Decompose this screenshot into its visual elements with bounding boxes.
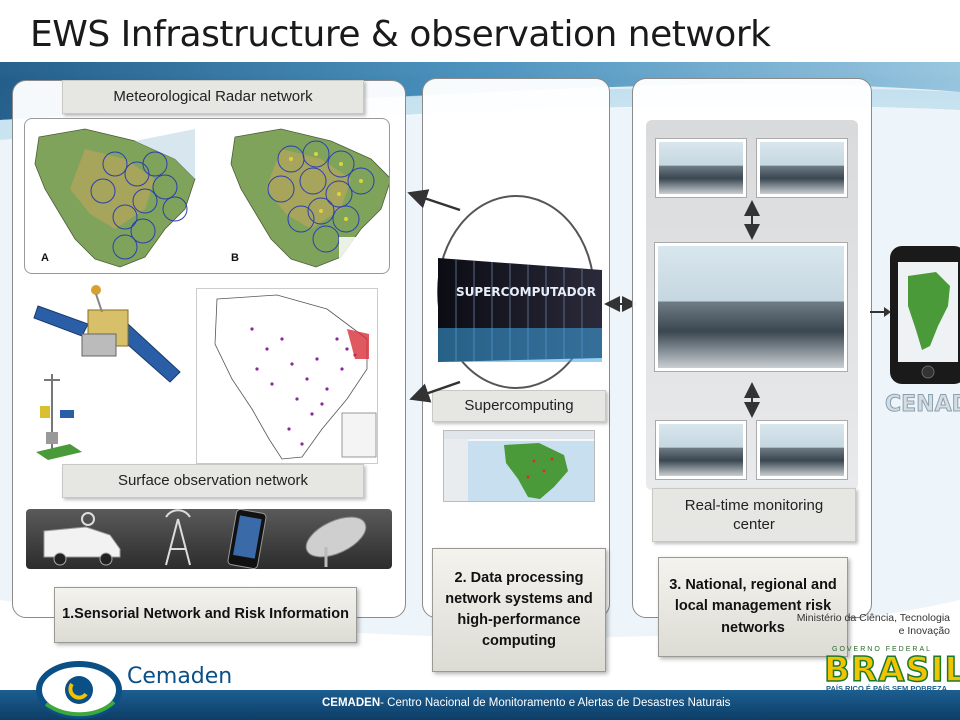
cemaden-wordmark: Cemaden	[127, 664, 233, 689]
cemaden-logo-icon	[36, 661, 122, 719]
monitor-bottom-right	[756, 420, 848, 480]
radar-maps-graphic: A B	[34, 128, 389, 268]
map-a-letter: A	[41, 252, 49, 264]
footer-org-full: - Centro Nacional de Monitoramento e Ale…	[380, 697, 731, 709]
communications-strip	[26, 509, 392, 569]
software-graphic	[444, 431, 594, 501]
monitor-top-left	[655, 138, 747, 198]
slide-title: EWS Infrastructure & observation network	[30, 14, 771, 55]
footer-bar	[0, 690, 960, 720]
sensorial-network-caption: 1.Sensorial Network and Risk Information	[54, 587, 357, 643]
monitor-link-arrows	[744, 200, 760, 418]
satellite-and-weather-station	[30, 284, 190, 460]
supercomputer-banner: SUPERCOMPUTADOR	[456, 285, 596, 299]
radar-maps: A B	[24, 118, 390, 274]
governo-federal-text: GOVERNO FEDERAL	[832, 646, 933, 653]
management-networks-caption: 3. National, regional and local manageme…	[658, 557, 848, 657]
connection-arrows	[407, 189, 638, 403]
supercomputer-image: SUPERCOMPUTADOR	[438, 258, 602, 362]
monitor-bottom-left	[655, 420, 747, 480]
processing-software-screenshot	[443, 430, 595, 502]
cenad-logo: CENAD	[885, 392, 960, 418]
supercomputer-graphic: SUPERCOMPUTADOR	[438, 258, 602, 362]
surface-network-label: Surface observation network	[62, 464, 364, 498]
phone-arrow	[870, 307, 891, 317]
monitor-center-large	[654, 242, 848, 372]
smartphone-graphic	[890, 246, 960, 384]
monitor-top-right	[756, 138, 848, 198]
footer-org-text: CEMADEN- Centro Nacional de Monitorament…	[322, 697, 730, 709]
smartphone-image	[890, 246, 960, 384]
ministerio-text: Ministério da Ciência, Tecnologia e Inov…	[796, 612, 950, 638]
footer-org-bold: CEMADEN	[322, 697, 381, 709]
surface-stations-map	[196, 288, 378, 464]
data-processing-caption: 2. Data processing network systems and h…	[432, 548, 606, 672]
radar-network-label: Meteorological Radar network	[62, 80, 364, 114]
satellite-graphic	[33, 285, 181, 460]
surface-map-graphic	[214, 294, 377, 460]
communications-graphic	[43, 509, 367, 569]
brasil-logo: BRASIL	[823, 649, 960, 691]
map-b-letter: B	[231, 252, 239, 264]
supercomputing-label: Supercomputing	[432, 390, 606, 422]
brasil-slogan: PAÍS RICO É PAÍS SEM POBREZA	[826, 684, 947, 693]
monitoring-center-label: Real-time monitoring center	[652, 488, 856, 542]
